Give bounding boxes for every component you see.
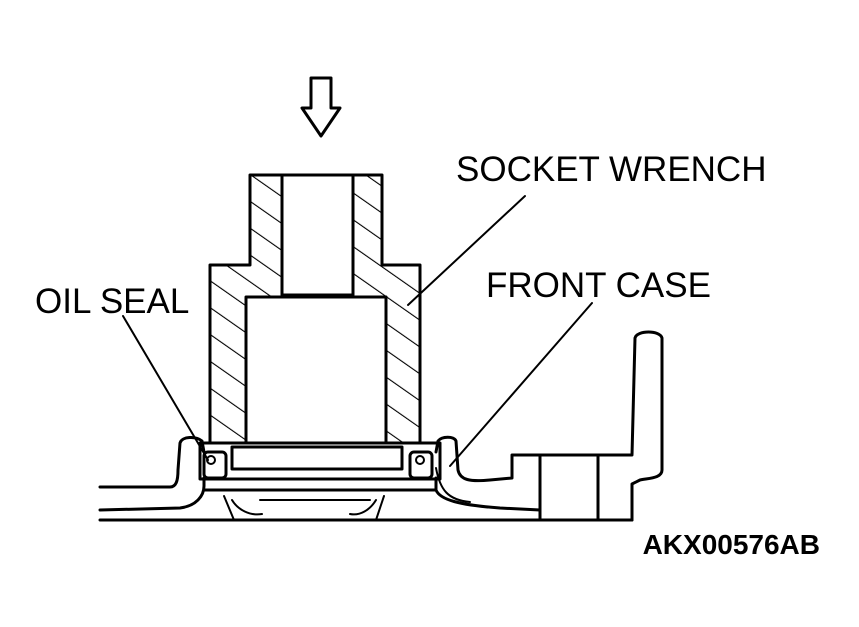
socket-upper-bore xyxy=(280,173,355,297)
socket-wrench xyxy=(208,173,422,447)
oil-seal-leader xyxy=(122,315,209,461)
oil-seal-label: OIL SEAL xyxy=(35,282,189,321)
figure-id: AKX00576AB xyxy=(643,529,820,560)
socket-lower-bore xyxy=(244,295,388,447)
socket-wrench-leader xyxy=(407,195,526,306)
front-case-label: FRONT CASE xyxy=(486,266,711,305)
down-arrow-icon xyxy=(300,76,342,138)
front-case-leader xyxy=(449,302,593,467)
socket-wrench-label: SOCKET WRENCH xyxy=(456,150,767,189)
oil-seal xyxy=(198,441,442,481)
leader-lines xyxy=(122,195,593,467)
front-case xyxy=(98,330,664,522)
